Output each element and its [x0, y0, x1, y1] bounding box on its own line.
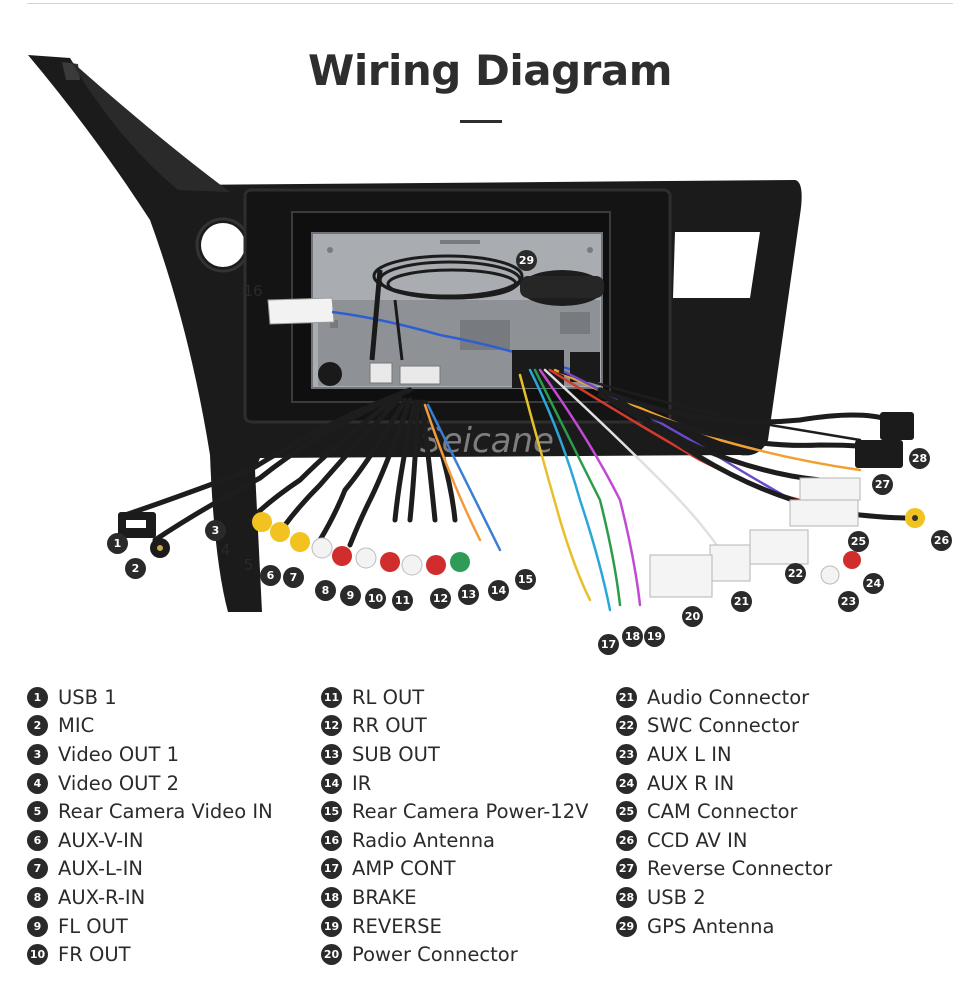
callout-21: 21: [731, 591, 752, 612]
callout-15: 15: [515, 569, 536, 590]
callout-12: 12: [430, 588, 451, 609]
callout-17: 17: [598, 634, 619, 655]
callout-20: 20: [682, 606, 703, 627]
callout-11: 11: [392, 590, 413, 611]
vent-hole: [201, 223, 245, 267]
callout-14: 14: [488, 580, 509, 601]
page-title: Wiring Diagram: [308, 46, 672, 95]
callout-10: 10: [365, 588, 386, 609]
callout-19: 19: [644, 626, 665, 647]
callout-13: 13: [458, 584, 479, 605]
panel-cutout: [673, 232, 760, 298]
callout-22: 22: [785, 563, 806, 584]
top-divider: [27, 3, 953, 4]
callout-7: 7: [283, 567, 304, 588]
callout-9: 9: [340, 585, 361, 606]
usb2-plug: [880, 412, 914, 440]
callout-5: 5: [243, 556, 254, 574]
callout-24: 24: [863, 573, 884, 594]
callout-26: 26: [931, 530, 952, 551]
title-underline: [460, 120, 502, 123]
callout-6: 6: [260, 565, 281, 586]
callout-2: 2: [125, 558, 146, 579]
callout-8: 8: [315, 580, 336, 601]
callout-16: 16: [243, 282, 263, 300]
callout-3: 3: [205, 520, 226, 541]
callout-27: 27: [872, 474, 893, 495]
callout-18: 18: [622, 626, 643, 647]
callout-4: 4: [220, 541, 231, 559]
wiring-illustration: Seicane: [28, 55, 925, 612]
callout-1: 1: [107, 533, 128, 554]
callout-28: 28: [909, 448, 930, 469]
callout-29: 29: [516, 250, 537, 271]
callout-25: 25: [848, 531, 869, 552]
callout-23: 23: [838, 591, 859, 612]
